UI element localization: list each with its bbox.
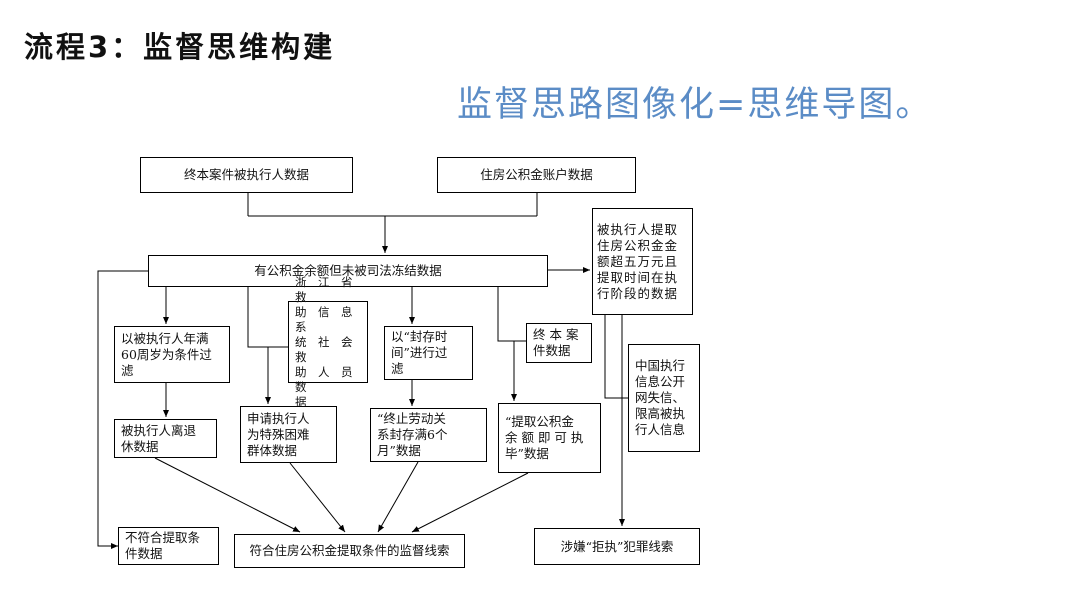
edge-hardship-to-supervision (289, 462, 346, 533)
node-case-data: 终本案件被执行人数据 (140, 157, 353, 193)
node-seal-time: 以“封存时 间”进行过 滤 (384, 326, 473, 380)
edge-balance-to-not-eligible (97, 270, 148, 549)
edge-labor-to-supervision (377, 461, 419, 533)
node-crime-clues: 涉嫌“拒执”犯罪线索 (534, 528, 700, 565)
node-fund-account: 住房公积金账户数据 (437, 157, 636, 193)
node-not-eligible: 不符合提取条 件数据 (118, 527, 219, 565)
node-has-balance: 有公积金余额但未被司法冻结数据 (148, 255, 548, 287)
edge-balance-to-relief (247, 287, 288, 348)
node-retired: 被执行人离退 休数据 (114, 419, 217, 458)
edge-over50k-to-dishonest (604, 315, 628, 399)
node-hardship: 申请执行人 为特殊困难 群体数据 (240, 406, 337, 463)
node-withdraw: “提取公积金 余 额 即 可 执 毕”数据 (498, 403, 601, 473)
edge-balance-to-withdraw (497, 287, 526, 342)
node-dishonest: 中国执行 信息公开 网失信、 限高被执 行人信息 (628, 344, 700, 452)
node-supervision-clues: 符合住房公积金提取条件的监督线索 (234, 534, 465, 568)
edge-withdraw-to-supervision (411, 472, 529, 533)
node-over-50k: 被执行人提取 住房公积金金 额超五万元且 提取时间在执 行阶段的数据 (592, 208, 693, 315)
page-subtitle: 监督思路图像化=思维导图。 (457, 85, 933, 125)
node-labor-end: “终止劳动关 系封存满6个 月”数据 (370, 408, 487, 462)
node-age60: 以被执行人年满 60周岁为条件过 滤 (114, 326, 230, 383)
edge-retired-to-supervision (154, 457, 301, 533)
page-title: 流程3：监督思维构建 (24, 30, 336, 64)
node-closed-case: 终 本 案 件数据 (526, 323, 592, 363)
node-relief: 浙 江 省 救 助 信 息 系 统 社 会 救 助 人 员 数 据 (288, 275, 368, 409)
